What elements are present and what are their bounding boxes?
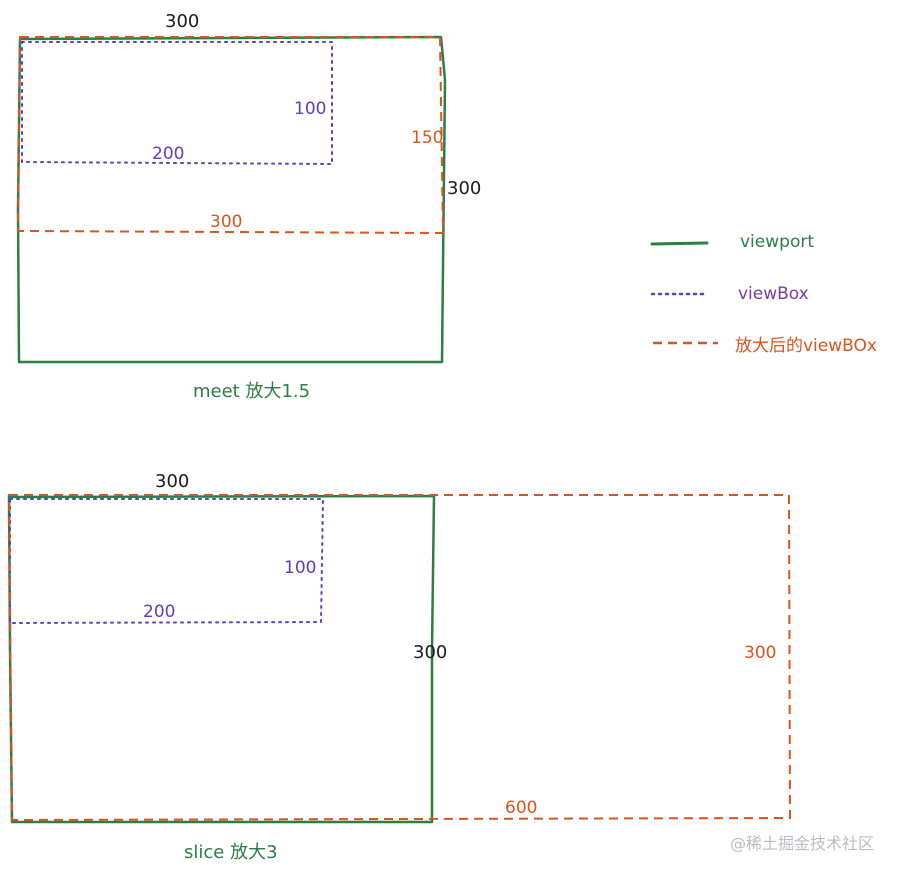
top-height-label: 300 xyxy=(447,178,481,199)
bottom-viewbox-height-label: 100 xyxy=(284,558,316,578)
top-diagram: 300 300 200 100 300 150 meet 放大1.5 xyxy=(16,11,481,402)
bottom-height-label: 300 xyxy=(413,642,447,663)
bottom-viewbox-width-label: 200 xyxy=(143,602,175,622)
bottom-viewbox-rect xyxy=(9,498,325,625)
legend-viewbox-label: viewBox xyxy=(738,284,809,304)
top-width-label: 300 xyxy=(165,11,199,32)
bottom-scaled-viewbox-rect xyxy=(7,494,792,822)
bottom-scaled-height-label: 300 xyxy=(744,643,776,663)
top-scaled-height-label: 150 xyxy=(411,128,443,148)
top-caption: meet 放大1.5 xyxy=(193,381,310,402)
bottom-scaled-width-label: 600 xyxy=(505,798,537,818)
top-scaled-width-label: 300 xyxy=(210,212,242,232)
top-scaled-viewbox-rect xyxy=(16,36,445,235)
top-viewbox-width-label: 200 xyxy=(152,144,184,164)
watermark: @稀土掘金技术社区 xyxy=(730,834,874,853)
bottom-caption: slice 放大3 xyxy=(184,842,278,863)
bottom-diagram: 300 300 200 100 600 300 slice 放大3 xyxy=(7,471,792,863)
legend-scaled-label: 放大后的viewBOx xyxy=(735,336,877,356)
top-viewport-rect xyxy=(16,35,447,364)
legend-viewport-swatch xyxy=(650,241,709,246)
bottom-width-label: 300 xyxy=(155,471,189,492)
legend: viewport viewBox 放大后的viewBOx xyxy=(650,232,877,356)
top-viewbox-height-label: 100 xyxy=(294,99,326,119)
legend-viewport-label: viewport xyxy=(740,232,814,252)
bottom-viewport-rect xyxy=(7,494,436,824)
